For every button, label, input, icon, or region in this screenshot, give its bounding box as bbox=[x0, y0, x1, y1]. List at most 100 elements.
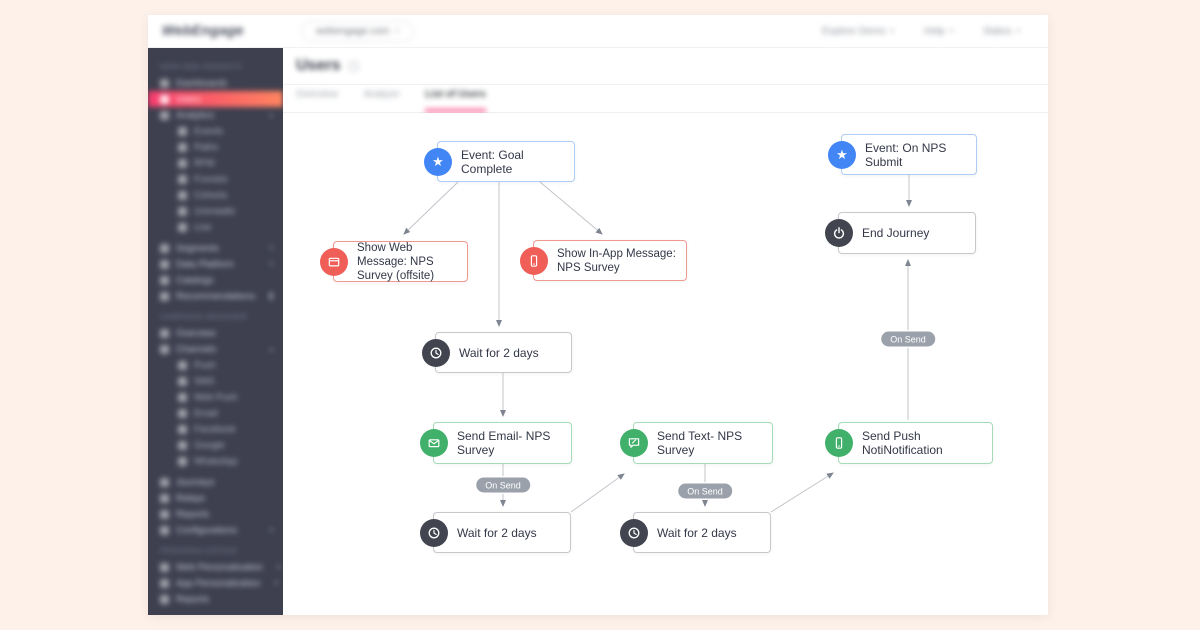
domain-selector[interactable]: webengage.com ▾ bbox=[301, 20, 414, 42]
chevron-down-icon: ▾ bbox=[274, 580, 279, 587]
users-icon bbox=[160, 94, 169, 104]
top-header: WebEngage webengage.com ▾ Explore Demo ▾… bbox=[148, 15, 1048, 48]
event-star-icon: ★ bbox=[424, 147, 452, 176]
node-event-goal-complete[interactable]: ★ Event: Goal Complete bbox=[424, 141, 575, 182]
node-end-journey[interactable]: End Journey bbox=[825, 212, 976, 254]
email-icon bbox=[178, 408, 187, 418]
sidebar-item-recommendations[interactable]: Recommendations bbox=[148, 288, 283, 304]
info-icon[interactable]: i bbox=[348, 60, 360, 72]
tab-overview[interactable]: Overview bbox=[296, 89, 338, 100]
sidebar-item-users[interactable]: Users bbox=[148, 91, 283, 107]
app-personalization-icon bbox=[160, 578, 169, 588]
node-wait-1[interactable]: Wait for 2 days bbox=[422, 332, 572, 373]
analytics-icon bbox=[160, 110, 169, 120]
sidebar-section-campaign-manager: CAMPAIGN MANAGER bbox=[160, 312, 248, 321]
menu-status[interactable]: Status ▾ bbox=[983, 26, 1020, 37]
sidebar-item-catalogs[interactable]: Catalogs bbox=[148, 272, 283, 288]
sidebar-item-relays[interactable]: Relays bbox=[148, 490, 283, 506]
edge-badge-on-send: On Send bbox=[678, 483, 732, 499]
facebook-icon bbox=[178, 424, 187, 434]
reports-icon bbox=[160, 594, 169, 604]
chevron-down-icon: ▾ bbox=[269, 527, 273, 534]
push-phone-icon bbox=[825, 429, 853, 457]
dashboards-icon bbox=[160, 78, 169, 88]
node-wait-2[interactable]: Wait for 2 days bbox=[420, 512, 571, 553]
header-menu: Explore Demo ▾ Help ▾ Status ▾ bbox=[822, 26, 1048, 37]
menu-explore-demo[interactable]: Explore Demo ▾ bbox=[822, 26, 894, 37]
node-event-on-nps-submit[interactable]: ★ Event: On NPS Submit bbox=[828, 134, 977, 175]
rfm-icon bbox=[178, 158, 187, 168]
web-push-icon bbox=[178, 392, 187, 402]
page-title: Users bbox=[296, 57, 341, 74]
funnels-icon bbox=[178, 174, 187, 184]
sidebar-item-funnels[interactable]: Funnels bbox=[148, 171, 283, 187]
sidebar-item-live[interactable]: Live bbox=[148, 219, 283, 235]
clock-icon bbox=[420, 518, 448, 547]
tab-analyze[interactable]: Analyze bbox=[363, 89, 400, 100]
sidebar-item-web-push[interactable]: Web Push bbox=[148, 389, 283, 405]
menu-label: Status bbox=[983, 25, 1012, 37]
clock-icon bbox=[620, 518, 648, 547]
clock-icon bbox=[422, 338, 450, 367]
in-app-message-icon bbox=[520, 246, 548, 275]
node-show-web-message[interactable]: Show Web Message: NPS Survey (offsite) bbox=[320, 241, 468, 282]
configurations-icon bbox=[160, 525, 169, 535]
journey-canvas: ★ Event: Goal Complete ★ Event: On NPS S… bbox=[283, 113, 1048, 614]
sidebar-item-journeys[interactable]: Journeys bbox=[148, 474, 283, 490]
chevron-down-icon: ▾ bbox=[890, 28, 895, 35]
cohorts-icon bbox=[178, 190, 187, 200]
reports-icon bbox=[160, 509, 169, 519]
uninstalls-icon bbox=[178, 206, 187, 216]
sidebar-item-push[interactable]: Push bbox=[148, 357, 283, 373]
sidebar-item-email[interactable]: Email bbox=[148, 405, 283, 421]
sidebar-item-segments[interactable]: Segments▾ bbox=[148, 240, 283, 256]
chevron-down-icon: ▾ bbox=[269, 245, 273, 252]
sidebar-item-overview[interactable]: Overview bbox=[148, 325, 283, 341]
sidebar-item-rfm[interactable]: RFM bbox=[148, 155, 283, 171]
tab-list-of-users[interactable]: List of Users bbox=[425, 89, 486, 112]
journeys-icon bbox=[160, 477, 169, 487]
sidebar-item-configurations[interactable]: Configurations▾ bbox=[148, 522, 283, 538]
sidebar-section-personalization: PERSONALIZATION bbox=[160, 546, 238, 555]
sidebar-item-channels[interactable]: Channels▴ bbox=[148, 341, 283, 357]
node-send-email[interactable]: Send Email- NPS Survey bbox=[420, 422, 572, 464]
menu-help[interactable]: Help ▾ bbox=[924, 26, 953, 37]
recommendations-icon bbox=[160, 291, 169, 301]
sidebar-item-google[interactable]: Google bbox=[148, 437, 283, 453]
node-send-push[interactable]: Send Push NotiNotification bbox=[825, 422, 993, 464]
sidebar-item-sms[interactable]: SMS bbox=[148, 373, 283, 389]
sidebar-item-whatsapp[interactable]: WhatsApp bbox=[148, 453, 283, 469]
app-window: WebEngage webengage.com ▾ Explore Demo ▾… bbox=[148, 15, 1048, 615]
whatsapp-icon bbox=[178, 456, 187, 466]
events-icon bbox=[178, 126, 187, 136]
sidebar-item-data-platform[interactable]: Data Platform▾ bbox=[148, 256, 283, 272]
sidebar-item-dashboards[interactable]: Dashboards bbox=[148, 75, 283, 91]
sidebar-item-reports-personalization[interactable]: Reports bbox=[148, 591, 283, 607]
push-icon bbox=[178, 360, 187, 370]
node-show-in-app-message[interactable]: Show In-App Message: NPS Survey bbox=[520, 240, 687, 281]
sidebar-item-facebook[interactable]: Facebook bbox=[148, 421, 283, 437]
sidebar-section-data-insights: DATA AND INSIGHTS bbox=[160, 62, 242, 71]
node-wait-3[interactable]: Wait for 2 days bbox=[620, 512, 771, 553]
event-star-icon: ★ bbox=[828, 140, 856, 169]
overview-icon bbox=[160, 328, 169, 338]
logo-text: WebEngage bbox=[162, 22, 244, 38]
sidebar-item-analytics[interactable]: Analytics▴ bbox=[148, 107, 283, 123]
paths-icon bbox=[178, 142, 187, 152]
chevron-down-icon: ▾ bbox=[276, 564, 281, 571]
main-content: Users i Overview Analyze List of Users bbox=[283, 48, 1048, 615]
sidebar-item-reports[interactable]: Reports bbox=[148, 506, 283, 522]
google-icon bbox=[178, 440, 187, 450]
segments-icon bbox=[160, 243, 169, 253]
sidebar-item-paths[interactable]: Paths bbox=[148, 139, 283, 155]
sidebar-item-cohorts[interactable]: Cohorts bbox=[148, 187, 283, 203]
edge-badge-on-send: On Send bbox=[881, 331, 935, 347]
sidebar-item-events[interactable]: Events bbox=[148, 123, 283, 139]
sidebar-item-app-personalization[interactable]: App Personalization▾ bbox=[148, 575, 283, 591]
sidebar-item-uninstalls[interactable]: Uninstalls bbox=[148, 203, 283, 219]
sidebar-item-web-personalization[interactable]: Web Personalization▾ bbox=[148, 559, 283, 575]
sms-icon bbox=[178, 376, 187, 386]
tab-bar: Overview Analyze List of Users bbox=[283, 85, 1048, 113]
power-icon bbox=[825, 219, 853, 247]
node-send-text[interactable]: Send Text- NPS Survey bbox=[620, 422, 773, 464]
